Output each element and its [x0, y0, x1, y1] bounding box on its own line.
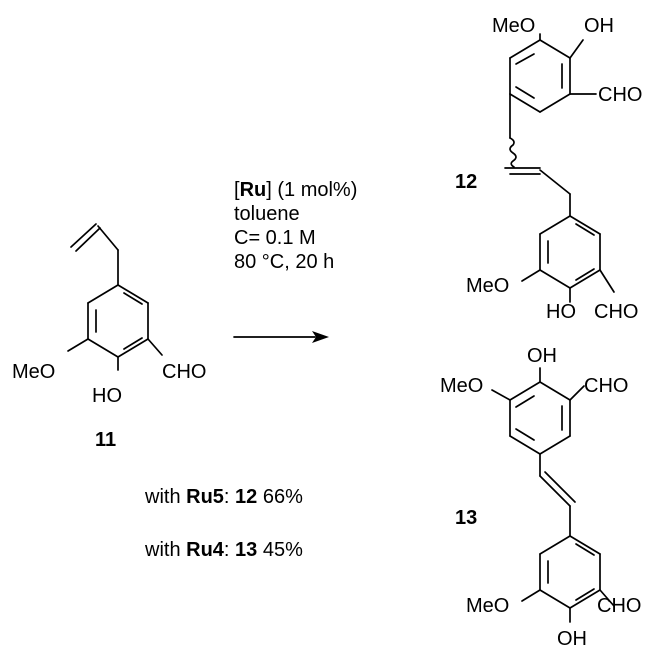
result-line-ru4: with Ru4: 13 45%: [144, 539, 303, 561]
temperature-time-condition: 80 °C, 20 h: [234, 251, 334, 273]
compound-12-cho-top-label: CHO: [598, 84, 642, 106]
catalyst-symbol: Ru: [240, 179, 267, 201]
compound-13-cho-bottom-label: CHO: [597, 595, 641, 617]
compound-11-meo-label: MeO: [12, 361, 55, 383]
result-product: 12: [235, 486, 257, 508]
compound-13-oh-top-label: OH: [527, 345, 557, 367]
result-product: 13: [235, 539, 257, 561]
compound-12-ho-bottom-label: HO: [546, 301, 576, 323]
compound-12-oh-top-label: OH: [584, 15, 614, 37]
compound-13-meo-bottom-label: MeO: [466, 595, 509, 617]
compound-12-meo-top-label: MeO: [492, 15, 535, 37]
result-prefix: with: [144, 486, 186, 508]
result-prefix: with: [144, 539, 186, 561]
compound-13-meo-top-label: MeO: [440, 375, 483, 397]
catalyst-loading: (1 mol%): [272, 179, 358, 201]
result-yield: 45%: [263, 539, 303, 561]
compound-12-structure: MeO OH CHO 12 MeO HO CHO: [455, 15, 642, 323]
compound-13-structure: OH MeO CHO 13 MeO CHO OH: [440, 345, 641, 648]
concentration-condition: C= 0.1 M: [234, 227, 316, 249]
result-line-ru5: with Ru5: 12 66%: [144, 486, 303, 508]
result-catalyst: Ru5: [186, 486, 224, 508]
compound-12-meo-bottom-label: MeO: [466, 275, 509, 297]
compound-12-cho-bottom-label: CHO: [594, 301, 638, 323]
compound-11-ho-label: HO: [92, 385, 122, 407]
compound-11-structure: MeO HO CHO 11: [12, 223, 206, 451]
compound-13-number: 13: [455, 507, 477, 529]
compound-11-cho-label: CHO: [162, 361, 206, 383]
result-yield: 66%: [263, 486, 303, 508]
compound-13-cho-top-label: CHO: [584, 375, 628, 397]
solvent-condition: toluene: [234, 203, 300, 225]
compound-13-oh-bottom-label: OH: [557, 628, 587, 648]
result-catalyst: Ru4: [186, 539, 225, 561]
compound-12-number: 12: [455, 171, 477, 193]
compound-11-number: 11: [95, 429, 116, 451]
reaction-arrow: [233, 331, 329, 343]
catalyst-condition: [Ru] (1 mol%): [234, 179, 357, 201]
